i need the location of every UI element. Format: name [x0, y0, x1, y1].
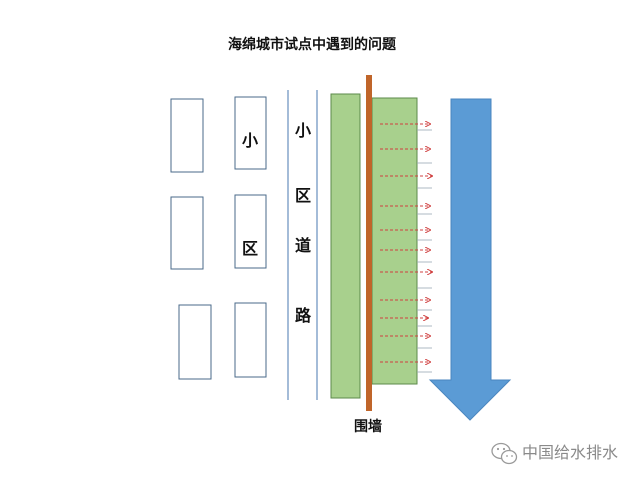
community-road: 小 区 道 路: [287, 90, 318, 400]
watermark: 中国给水排水: [491, 442, 618, 465]
road-label-char: 小: [295, 121, 311, 140]
road-label-char: 区: [295, 186, 311, 205]
building: [170, 196, 204, 270]
community-label-top: 小: [242, 131, 258, 150]
community-label-bottom: 区: [242, 239, 258, 258]
watermark-text: 中国给水排水: [522, 443, 618, 462]
building: [234, 96, 267, 170]
diagram-title: 海绵城市试点中遇到的问题: [228, 36, 397, 53]
green-strip-outer: [371, 97, 418, 385]
buildings-column-right: 小 区: [234, 96, 267, 378]
drainage-arrow: [428, 98, 512, 421]
flow-lines: [417, 129, 432, 373]
road-label-char: 道: [295, 236, 311, 255]
buildings-column-left: [170, 98, 212, 380]
runoff-arrows: [380, 124, 432, 362]
road-label-char: 路: [295, 306, 312, 325]
wall-bar: [366, 75, 372, 411]
building: [178, 304, 212, 380]
wechat-icon: [491, 442, 518, 465]
green-strip-inner: [330, 93, 361, 399]
building: [234, 302, 267, 378]
building: [170, 98, 204, 173]
wall-label: 围墙: [354, 418, 382, 435]
building: [234, 194, 267, 269]
